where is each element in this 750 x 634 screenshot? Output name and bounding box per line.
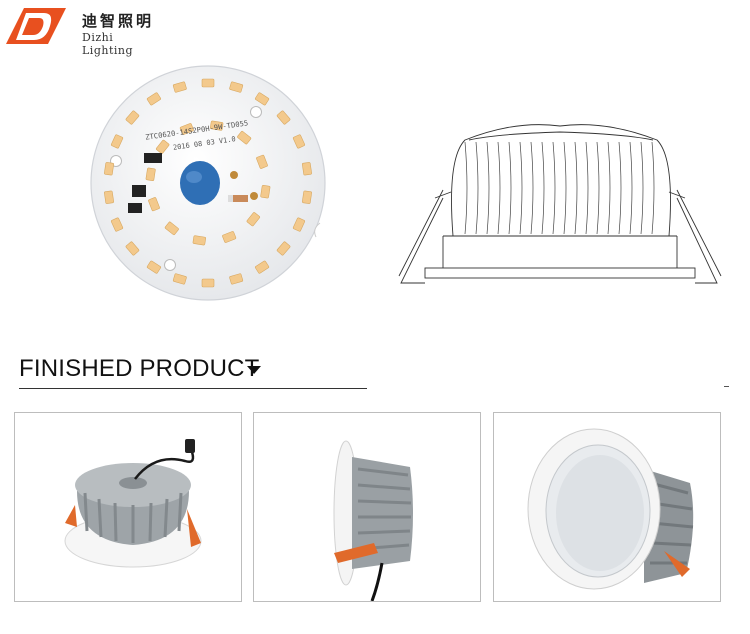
- heatsink-fin: [552, 141, 556, 235]
- led-chip: [155, 139, 170, 154]
- led-chip: [229, 81, 244, 93]
- led-chip: [192, 235, 206, 246]
- led-chip: [229, 273, 244, 285]
- led-chip: [104, 162, 114, 176]
- heatsink-fin: [596, 141, 600, 235]
- led-chip: [302, 190, 312, 204]
- section-title: FINISHED PRODUCT: [19, 355, 260, 382]
- led-chip: [201, 78, 215, 88]
- led-chip: [260, 185, 271, 199]
- downlight-back-image: [64, 439, 202, 568]
- led-chip: [146, 260, 161, 274]
- brand-logo: 迪智照明 Dizhi Lighting: [2, 4, 162, 57]
- led-chip: [179, 123, 194, 135]
- heatsink-fin: [607, 141, 611, 235]
- divider-mark: [724, 386, 729, 387]
- led-chip: [210, 120, 224, 131]
- product-photo-front: [493, 412, 721, 602]
- product-photo-back: [14, 412, 242, 602]
- section-divider: [19, 388, 367, 389]
- capacitor: [180, 161, 220, 205]
- led-chip: [255, 260, 270, 274]
- brand-name-cn: 迪智照明: [82, 12, 155, 30]
- led-chip-group: [104, 78, 312, 288]
- led-pcb-board: ZTC0620-14S2P0H-9W-TD055 2016 08 03 V1.0: [90, 65, 326, 301]
- downlight-side-image: [333, 440, 413, 601]
- led-chip: [110, 217, 124, 232]
- led-chip: [292, 134, 306, 149]
- heatsink-fin: [574, 141, 578, 235]
- led-chip: [125, 110, 140, 125]
- heatsink-fin: [464, 141, 468, 235]
- heatsink-fin: [563, 141, 567, 235]
- downlight-front-image: [527, 428, 694, 590]
- heatsink-fin: [640, 141, 644, 235]
- led-chip: [255, 92, 270, 106]
- led-chip: [104, 190, 114, 204]
- led-chip: [110, 134, 124, 149]
- led-chip: [125, 241, 140, 256]
- heatsink-fin: [651, 141, 655, 235]
- heatsink-fins: [464, 141, 655, 235]
- logo-mark-icon: [6, 8, 66, 44]
- led-chip: [172, 273, 187, 285]
- led-chip: [201, 278, 215, 288]
- heatsink-fin: [475, 141, 479, 235]
- led-chip: [302, 162, 312, 176]
- led-chip: [237, 130, 252, 145]
- heatsink-fin: [618, 141, 622, 235]
- heatsink-fin: [508, 141, 512, 235]
- heatsink-fin: [541, 141, 545, 235]
- caret-down-icon: [247, 366, 261, 374]
- led-chip: [292, 217, 306, 232]
- led-chip: [246, 212, 261, 227]
- heatsink-fin: [519, 141, 523, 235]
- heatsink-fin: [530, 141, 534, 235]
- brand-name-en: Dizhi Lighting: [82, 31, 134, 57]
- led-chip: [222, 231, 237, 243]
- heatsink-fin: [497, 141, 501, 235]
- led-chip: [146, 92, 161, 106]
- downlight-line-drawing: [398, 124, 722, 284]
- led-chip: [148, 197, 160, 212]
- heatsink-fin: [629, 141, 633, 235]
- heatsink-fin: [486, 141, 490, 235]
- heatsink-fin: [585, 141, 589, 235]
- product-photo-side: [253, 412, 481, 602]
- led-chip: [172, 81, 187, 93]
- led-chip: [276, 110, 291, 125]
- led-chip: [276, 241, 291, 256]
- led-chip: [256, 154, 268, 169]
- led-chip: [145, 167, 156, 181]
- led-chip: [164, 221, 179, 236]
